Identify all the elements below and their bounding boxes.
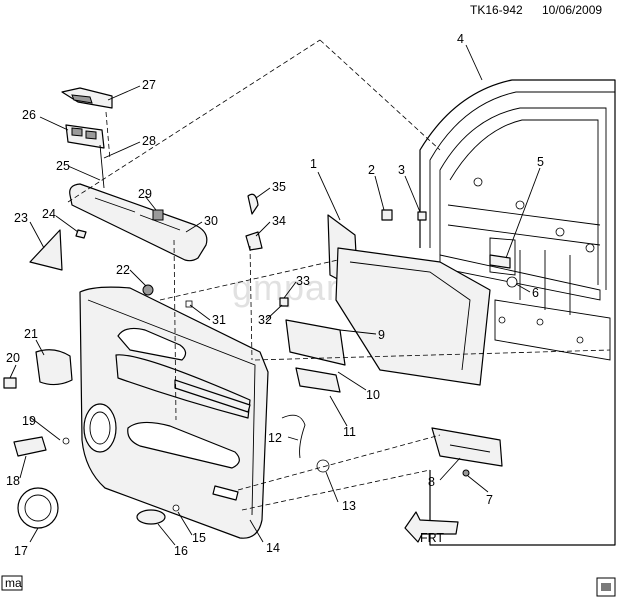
- callout-12: 12: [268, 431, 282, 445]
- leader-lines: [9, 44, 541, 546]
- callout-16: 16: [174, 544, 188, 558]
- callout-9: 9: [378, 328, 385, 342]
- callout-4: 4: [457, 32, 464, 46]
- callout-15: 15: [192, 531, 206, 545]
- reference-lines: [67, 39, 611, 511]
- callout-20: 20: [6, 351, 20, 365]
- clip-3: [417, 211, 427, 221]
- fastener-31: [185, 300, 193, 308]
- callout-30: 30: [204, 214, 218, 228]
- clip-34: [245, 231, 263, 251]
- callout-6: 6: [532, 286, 539, 300]
- speaker-ring-17: [17, 487, 59, 529]
- cover-16: [136, 509, 166, 525]
- callout-23: 23: [14, 211, 28, 225]
- lock-actuator-10: [285, 319, 346, 366]
- callout-11: 11: [343, 425, 356, 439]
- direction-label: FRT: [420, 531, 444, 545]
- clip-29: [152, 209, 164, 221]
- fastener-15: [172, 504, 180, 512]
- front-direction-arrow: FRT: [404, 511, 459, 545]
- screw-7: [462, 469, 470, 477]
- print-icon: [596, 577, 616, 597]
- callout-34: 34: [272, 214, 286, 228]
- cover-20: [3, 377, 17, 389]
- diagram-code: TK16-942: [470, 3, 523, 17]
- handle-8: [431, 427, 503, 467]
- handle-bezel-21: [35, 349, 73, 386]
- fastener-6: [506, 276, 518, 288]
- fastener-19: [62, 437, 70, 445]
- callout-17: 17: [14, 544, 28, 558]
- screw-24: [75, 229, 87, 239]
- callout-2: 2: [368, 163, 375, 177]
- callout-10: 10: [366, 388, 380, 402]
- door-frame: [419, 79, 616, 546]
- callout-14: 14: [266, 541, 280, 555]
- callout-26: 26: [22, 108, 36, 122]
- callout-19: 19: [22, 414, 36, 428]
- callout-7: 7: [486, 493, 493, 507]
- corner-tag-text: ma: [5, 576, 22, 590]
- latch-11: [295, 367, 341, 393]
- callout-27: 27: [142, 78, 156, 92]
- callout-28: 28: [142, 134, 156, 148]
- fastener-32: [279, 297, 289, 307]
- callout-29: 29: [138, 187, 152, 201]
- cover-18: [13, 436, 47, 457]
- callout-21: 21: [24, 327, 38, 341]
- small-parts: [3, 193, 518, 529]
- switch-5: [489, 254, 511, 269]
- callout-18: 18: [6, 474, 20, 488]
- callout-22: 22: [116, 263, 130, 277]
- callout-13: 13: [342, 499, 356, 513]
- callout-5: 5: [537, 155, 544, 169]
- callout-31: 31: [212, 313, 226, 327]
- callout-labels: 1 2 3 4 5 6 7 8 9 10 11 12 13 14 15 16 1…: [6, 32, 544, 558]
- diagram-date: 10/06/2009: [542, 3, 602, 17]
- door-trim-panel: [79, 286, 269, 539]
- callout-8: 8: [428, 475, 435, 489]
- clip-35: [247, 193, 259, 215]
- door-module-9: [335, 247, 491, 386]
- grommet-13: [316, 459, 330, 473]
- callout-24: 24: [42, 207, 56, 221]
- callout-1: 1: [310, 157, 317, 171]
- mirror-patch: [29, 229, 63, 271]
- harness-12: [281, 414, 306, 459]
- callout-25: 25: [56, 159, 70, 173]
- callout-32: 32: [258, 313, 272, 327]
- fastener-22: [142, 284, 154, 296]
- corner-tag: ma: [1, 575, 23, 591]
- switch-bezel-assembly: [61, 87, 208, 262]
- callout-33: 33: [296, 274, 310, 288]
- callout-35: 35: [272, 180, 286, 194]
- callout-3: 3: [398, 163, 405, 177]
- clip-2: [381, 209, 393, 221]
